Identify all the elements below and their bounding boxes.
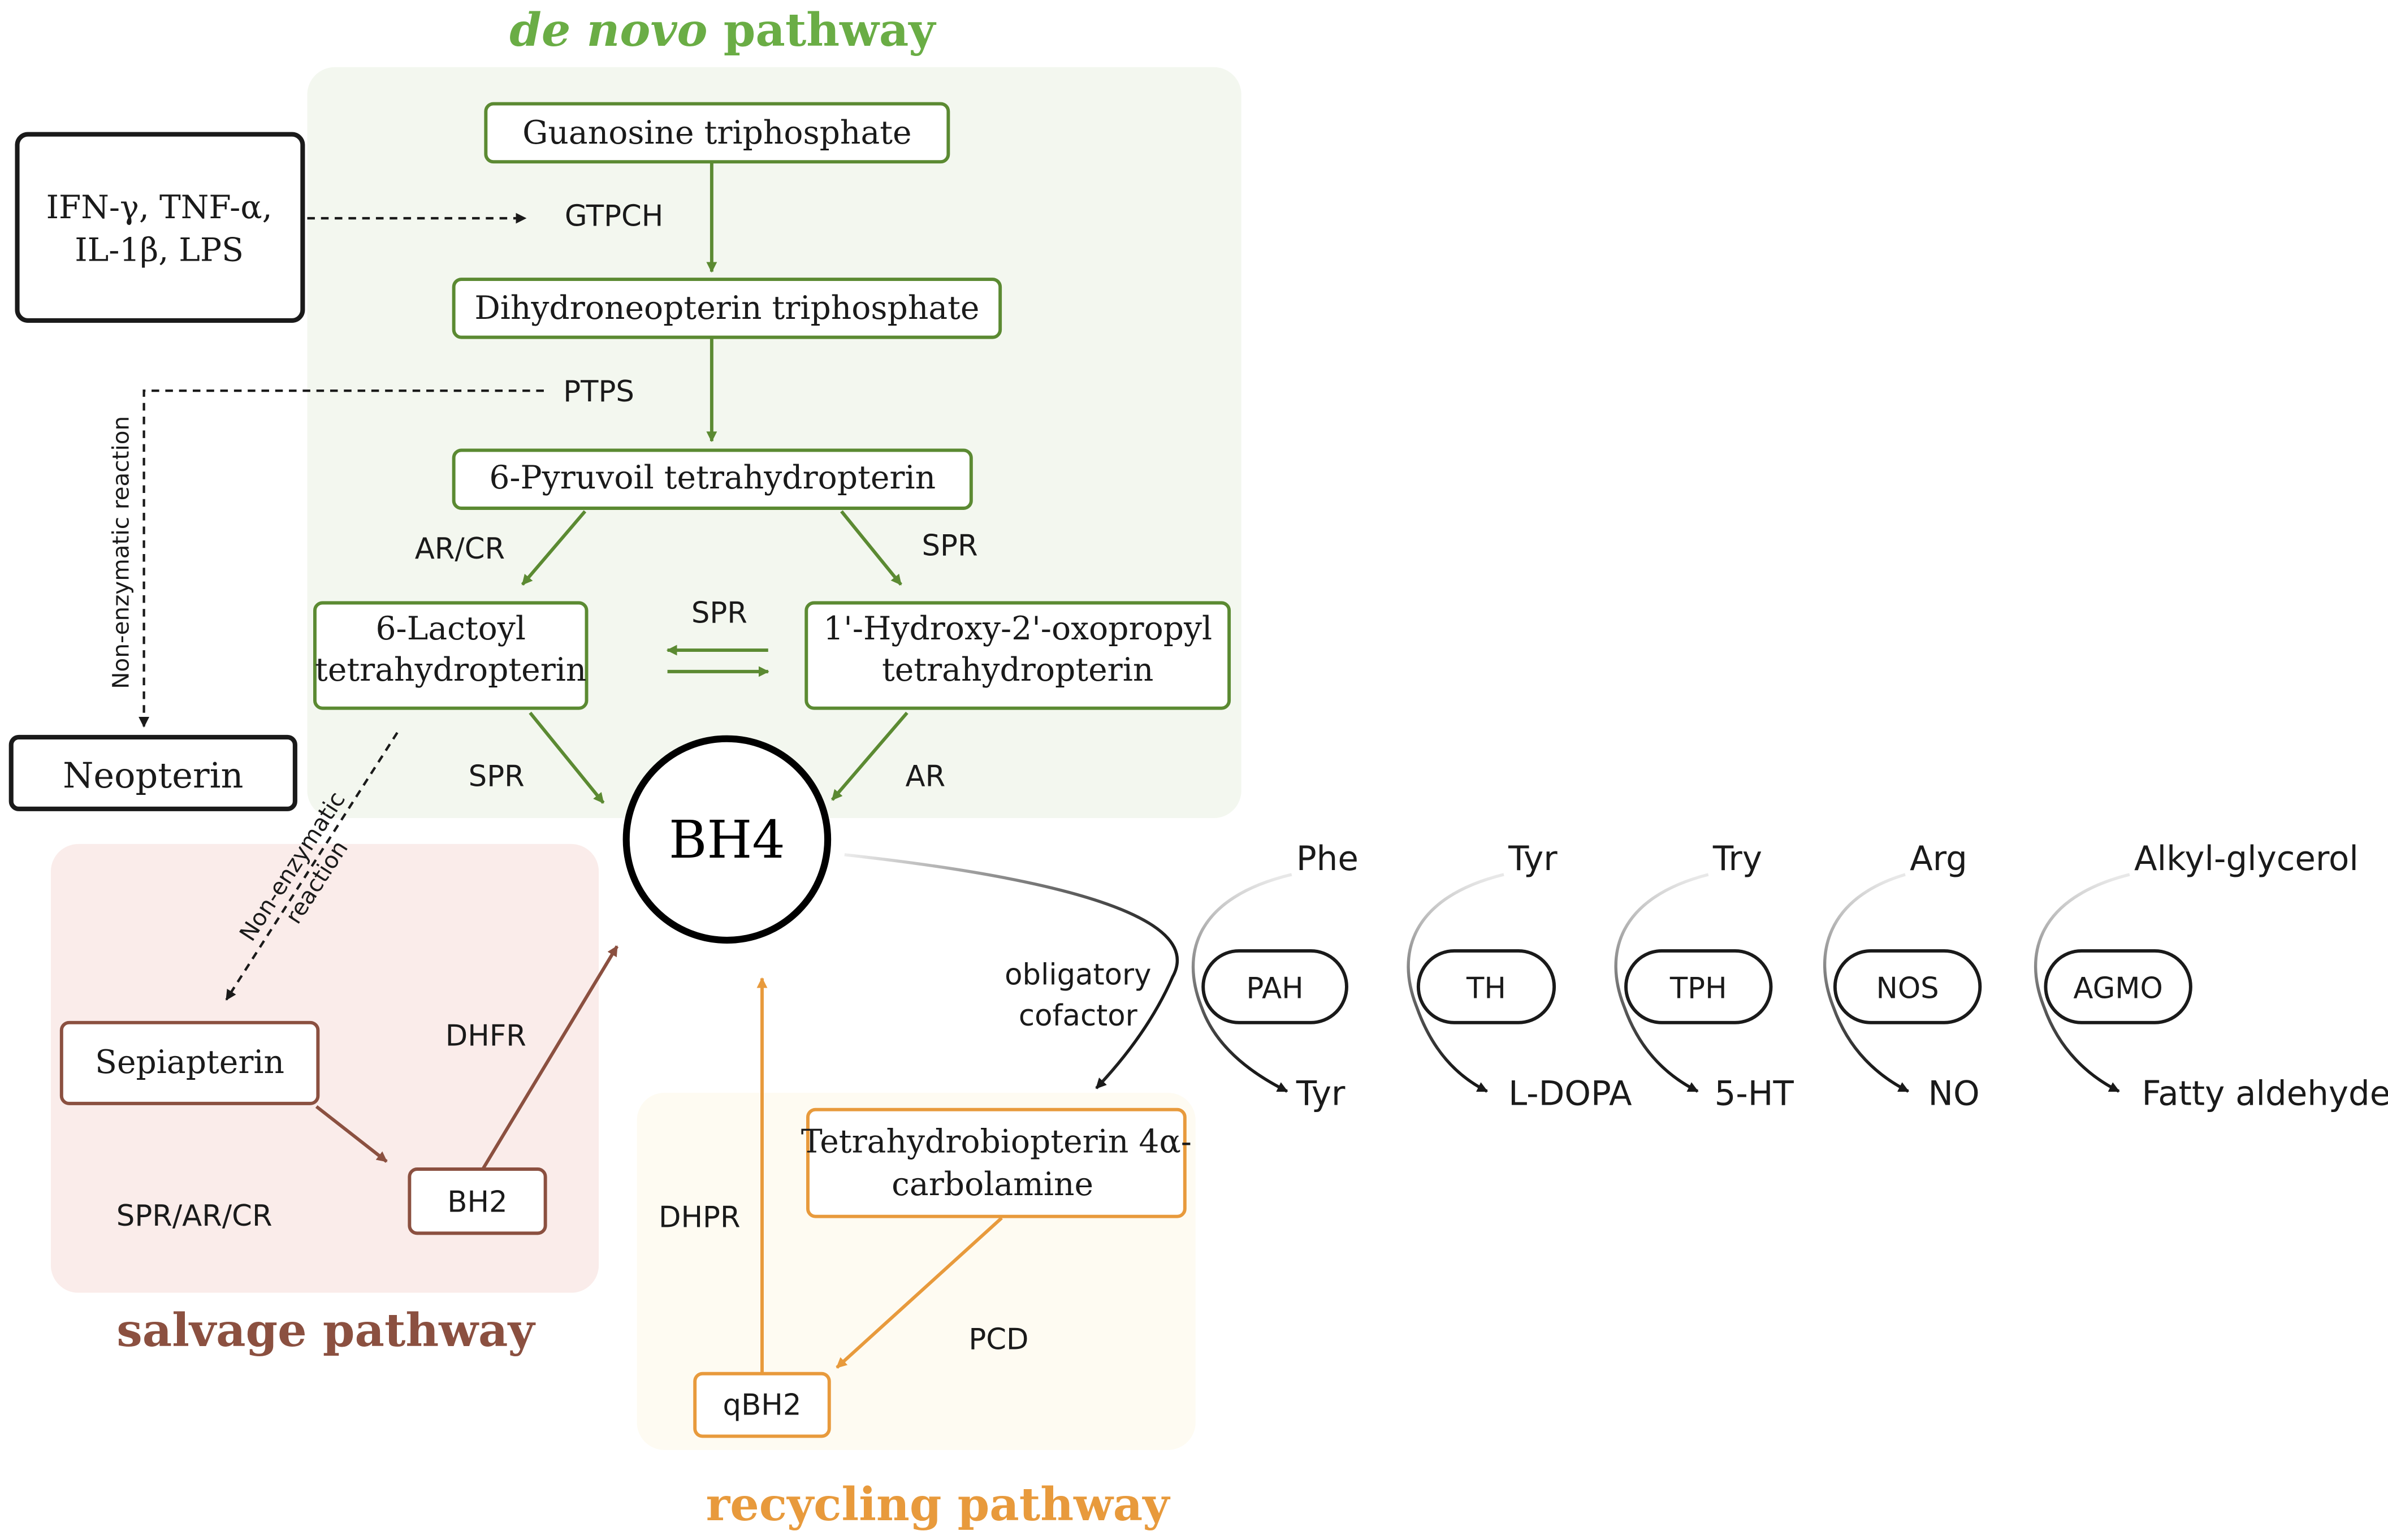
spr-right-label: SPR [922, 529, 977, 563]
bh4-to-carbolamine-cofactor-arrow [844, 853, 1179, 1089]
carbolamine-label-line-1: Tetrahydrobiopterin 4α- [801, 1123, 1192, 1160]
bh4-label: BH4 [669, 810, 785, 870]
agmo-enzyme-label: AGMO [2073, 972, 2163, 1006]
agmo-product-label: Fatty aldehyde [2142, 1075, 2388, 1114]
dhpr-label: DHPR [659, 1201, 741, 1235]
pyruvoil-tetrahydropterin-box [452, 448, 973, 510]
th-product-label: L-DOPA [1508, 1075, 1632, 1114]
dihydroneopterin-triphosphate-label: Dihydroneopterin triphosphate [474, 289, 979, 327]
pah-enzyme-label: PAH [1246, 972, 1303, 1006]
tph-substrate-label: Try [1712, 840, 1762, 879]
de-novo-pathway-title: de novo pathway [509, 3, 936, 57]
lactoyl-tetrahydropterin-box [313, 601, 589, 710]
guanosine-triphosphate-label: Guanosine triphosphate [522, 114, 911, 152]
recycling-pathway-title: recycling pathway [706, 1478, 1171, 1532]
th-reaction-arrow [1407, 873, 1504, 1093]
qbh2-label: qBH2 [723, 1388, 802, 1422]
nos-reaction-arrow [1823, 873, 1910, 1093]
th-enzyme-label: TH [1466, 972, 1506, 1006]
spr-bottom-label: SPR [469, 759, 525, 793]
ar-cr-label: AR/CR [415, 532, 505, 566]
stimuli-line-2: IL-1β, LPS [75, 232, 244, 269]
stimuli-line-1: IFN-γ, TNF-α, [46, 189, 272, 226]
gtpch-label: GTPCH [565, 200, 664, 233]
lactoyl-to-sepiapterin-dashed-arrow [225, 732, 399, 1001]
lactoyl-label-line-2: tetrahydropterin [315, 651, 586, 689]
th-enzyme-pill [1416, 949, 1556, 1024]
lactoyl-to-bh4-arrow [529, 711, 605, 804]
agmo-enzyme-pill [2044, 949, 2192, 1024]
pah-substrate-label: Phe [1296, 840, 1359, 879]
carbolamine-to-qbh2-arrow [836, 1217, 1003, 1369]
agmo-reaction-arrow [2034, 873, 2130, 1093]
neopterin-label: Neopterin [63, 755, 243, 796]
spr-ar-cr-label: SPR/AR/CR [116, 1199, 272, 1233]
neopterin-box [8, 734, 297, 811]
lactoyl-label-line-1: 6-Lactoyl [376, 610, 526, 647]
bh2-to-bh4-arrow [481, 945, 619, 1170]
stimuli-box [15, 132, 305, 323]
carbolamine-label-line-2: carbolamine [892, 1166, 1093, 1203]
tph-enzyme-pill [1624, 949, 1773, 1024]
pyruvoil-tetrahydropterin-label: 6-Pyruvoil tetrahydropterin [489, 459, 936, 496]
sepiapterin-label: Sepiapterin [95, 1044, 284, 1081]
pah-enzyme-pill [1201, 949, 1348, 1024]
sepiapterin-to-bh2-arrow [315, 1105, 388, 1163]
bh2-label: BH2 [447, 1186, 507, 1219]
sepiapterin-box [59, 1020, 320, 1105]
pyruvoil-to-hydroxy-arrow [840, 510, 902, 586]
th-substrate-label: Tyr [1508, 840, 1558, 879]
cofactor-label-line-1: obligatory [1005, 958, 1151, 992]
bh2-box [408, 1167, 547, 1235]
nos-substrate-label: Arg [1910, 840, 1967, 879]
tph-enzyme-label: TPH [1669, 972, 1727, 1006]
spr-middle-label: SPR [691, 596, 747, 630]
cofactor-label-line-2: cofactor [1019, 999, 1138, 1033]
hydroxy-label-line-1: 1'-Hydroxy-2'-oxopropyl [823, 610, 1212, 647]
bh4-circle [622, 735, 832, 944]
hydroxy-label-line-2: tetrahydropterin [882, 651, 1153, 689]
nos-product-label: NO [1928, 1075, 1980, 1114]
guanosine-triphosphate-box [484, 102, 950, 164]
agmo-substrate-label: Alkyl-glycerol [2134, 840, 2359, 879]
carbolamine-box [806, 1108, 1187, 1218]
pah-product-label: Tyr [1296, 1075, 1346, 1114]
tph-reaction-arrow [1614, 873, 1709, 1093]
non-enzymatic-vertical-label: Non-enzymatic reaction [107, 416, 135, 689]
hydroxy-to-bh4-arrow [830, 711, 909, 801]
bh4-dependent-enzymes: PhePAHTyrTyrTHL-DOPATryTPH5-HTArgNOSNOAl… [1191, 840, 2388, 1114]
pcd-label: PCD [968, 1323, 1028, 1357]
pah-reaction-arrow [1191, 873, 1292, 1093]
dihydroneopterin-triphosphate-box [452, 278, 1002, 339]
nos-enzyme-pill [1833, 949, 1982, 1024]
dhfr-label: DHFR [445, 1019, 526, 1053]
pyruvoil-to-lactoyl-arrow [521, 510, 587, 586]
ar-bottom-label: AR [905, 759, 945, 793]
salvage-pathway-title: salvage pathway [116, 1304, 535, 1357]
tph-product-label: 5-HT [1715, 1075, 1794, 1114]
ptps-to-neopterin-dashed-arrow [139, 389, 544, 728]
hydroxy-oxopropyl-tetrahydropterin-box [804, 601, 1231, 710]
nos-enzyme-label: NOS [1876, 972, 1939, 1006]
ptps-label: PTPS [563, 375, 634, 409]
